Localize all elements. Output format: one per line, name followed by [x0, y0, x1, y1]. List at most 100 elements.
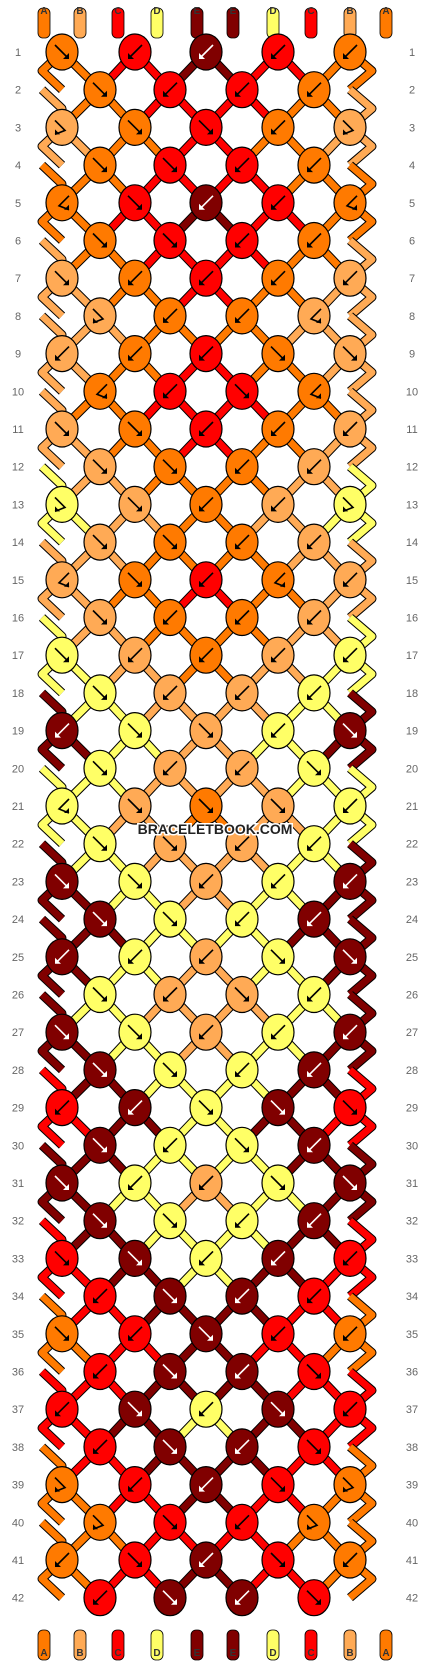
arrowhead-icon [235, 166, 241, 173]
row-label-left: 3 [15, 122, 21, 134]
knot-arrow-sw-icon [236, 1363, 250, 1378]
arrowhead-icon [101, 693, 107, 700]
knot-arrow-sw-icon [200, 949, 214, 963]
knot-arrow-se-icon [92, 911, 106, 925]
arrowhead-icon [307, 467, 313, 474]
arrowhead-icon [199, 53, 205, 59]
string-top-B [73, 7, 87, 39]
string-label-top: D [153, 6, 160, 17]
knot-arrow-se-icon [127, 1552, 141, 1566]
string-label-top: C [114, 6, 121, 17]
arrowhead-icon [315, 1447, 321, 1454]
row-label-right: 9 [409, 349, 415, 361]
knot-arrow-sw-icon [344, 572, 358, 586]
knot-arrow-sw-icon [200, 873, 214, 887]
knot-arrow-se-icon [92, 157, 106, 171]
row-label-left: 10 [12, 386, 24, 398]
arrowhead-icon [235, 1372, 241, 1379]
arrowhead-icon [271, 656, 277, 663]
row-label-left: 16 [12, 613, 24, 625]
knot-arrow-sw-icon [56, 346, 70, 360]
knot-arrow-sw-icon [272, 1250, 286, 1264]
knot-arrow-se-icon [92, 232, 106, 247]
arrowhead-icon [63, 279, 69, 286]
arrowhead-icon [101, 920, 107, 927]
row-label-right: 30 [406, 1140, 418, 1152]
knot-arrow-sw-icon [200, 1250, 214, 1264]
knot-arrow-se-icon [342, 1100, 356, 1114]
arrowhead-icon [235, 543, 241, 550]
knot-arrow-sw-icon [344, 1250, 358, 1264]
string-top-E [226, 7, 240, 39]
knot-arrow-sw-icon [236, 760, 250, 774]
arrowhead-icon [207, 807, 213, 813]
row-label-left: 26 [12, 990, 24, 1002]
knot-arrow-se-icon [127, 119, 141, 133]
row-label-left: 32 [12, 1216, 24, 1228]
arrowhead-icon [101, 90, 107, 97]
arrowhead-icon [55, 1410, 61, 1417]
string-label-top: C [307, 6, 314, 17]
knot-arrow-se-icon [306, 760, 320, 774]
knot-arrow-se-icon [198, 119, 212, 133]
arrowhead-icon [55, 957, 61, 964]
row-label-right: 38 [406, 1442, 418, 1454]
arrowhead-icon [235, 844, 241, 851]
knot-arrow-sw-icon [236, 836, 250, 850]
knot-arrow-sw-icon [236, 1213, 250, 1227]
row-label-right: 18 [406, 688, 418, 700]
arrowhead-icon [199, 354, 205, 361]
arrowhead-icon [351, 731, 357, 738]
arrowhead-icon [307, 543, 313, 550]
arrowhead-icon [235, 316, 241, 323]
row-label-left: 42 [12, 1593, 24, 1605]
arrowhead-icon [279, 1184, 285, 1190]
arrowhead-icon [55, 1108, 61, 1115]
arrowhead-icon [136, 1259, 142, 1266]
arrowhead-icon [343, 1033, 349, 1040]
arrowhead-icon [136, 203, 142, 210]
knot-arrow-sw-icon [164, 986, 178, 1001]
row-label-left: 20 [12, 763, 24, 775]
knot-arrow-sw-icon [308, 1288, 322, 1302]
knot-arrow-se-icon [127, 1250, 141, 1264]
arrowhead-icon [199, 882, 205, 889]
knot-arrow-sw-icon [236, 308, 250, 322]
arrowhead-icon [271, 53, 277, 59]
arrowhead-icon [235, 1523, 241, 1530]
arrowhead-icon [63, 53, 69, 59]
arrowhead-icon [343, 882, 349, 889]
knot-arrow-sw-icon [56, 949, 70, 963]
knot-arrow-sw-icon [308, 232, 322, 247]
arrowhead-icon [307, 844, 313, 851]
knot-arrow-sw-icon [236, 1439, 250, 1453]
string-label-top: E [230, 6, 237, 17]
arrowhead-icon [128, 1485, 134, 1492]
arrowhead-icon [101, 1070, 107, 1077]
knot-arrow-sw-icon [308, 1137, 322, 1151]
arrowhead-icon [171, 920, 177, 927]
arrowhead-icon [343, 1334, 349, 1341]
knot-arrow-sw-icon [236, 82, 250, 96]
string-top-A [379, 7, 393, 39]
knot-arrow-se-icon [162, 459, 176, 473]
string-top-C [304, 7, 318, 39]
arrowhead-icon [199, 1259, 205, 1266]
arrowhead-icon [136, 882, 142, 889]
arrowhead-icon [315, 769, 321, 776]
row-label-right: 39 [406, 1480, 418, 1492]
arrowhead-icon [63, 430, 69, 436]
knot-arrow-sw-icon [236, 534, 250, 548]
knot-arrow-sw-icon [344, 1401, 358, 1415]
arrowhead-icon [163, 90, 169, 97]
arrowhead-icon [343, 807, 349, 813]
arrowhead-icon [271, 1334, 277, 1341]
knot-arrow-se-icon [198, 1100, 212, 1114]
knot-arrow-se-icon [162, 1062, 176, 1076]
knot-arrow-se-icon [270, 1552, 284, 1566]
row-label-left: 13 [12, 499, 24, 511]
row-label-left: 14 [12, 537, 24, 549]
knot-arrow-sw-icon [236, 1590, 250, 1604]
arrowhead-icon [63, 656, 69, 663]
